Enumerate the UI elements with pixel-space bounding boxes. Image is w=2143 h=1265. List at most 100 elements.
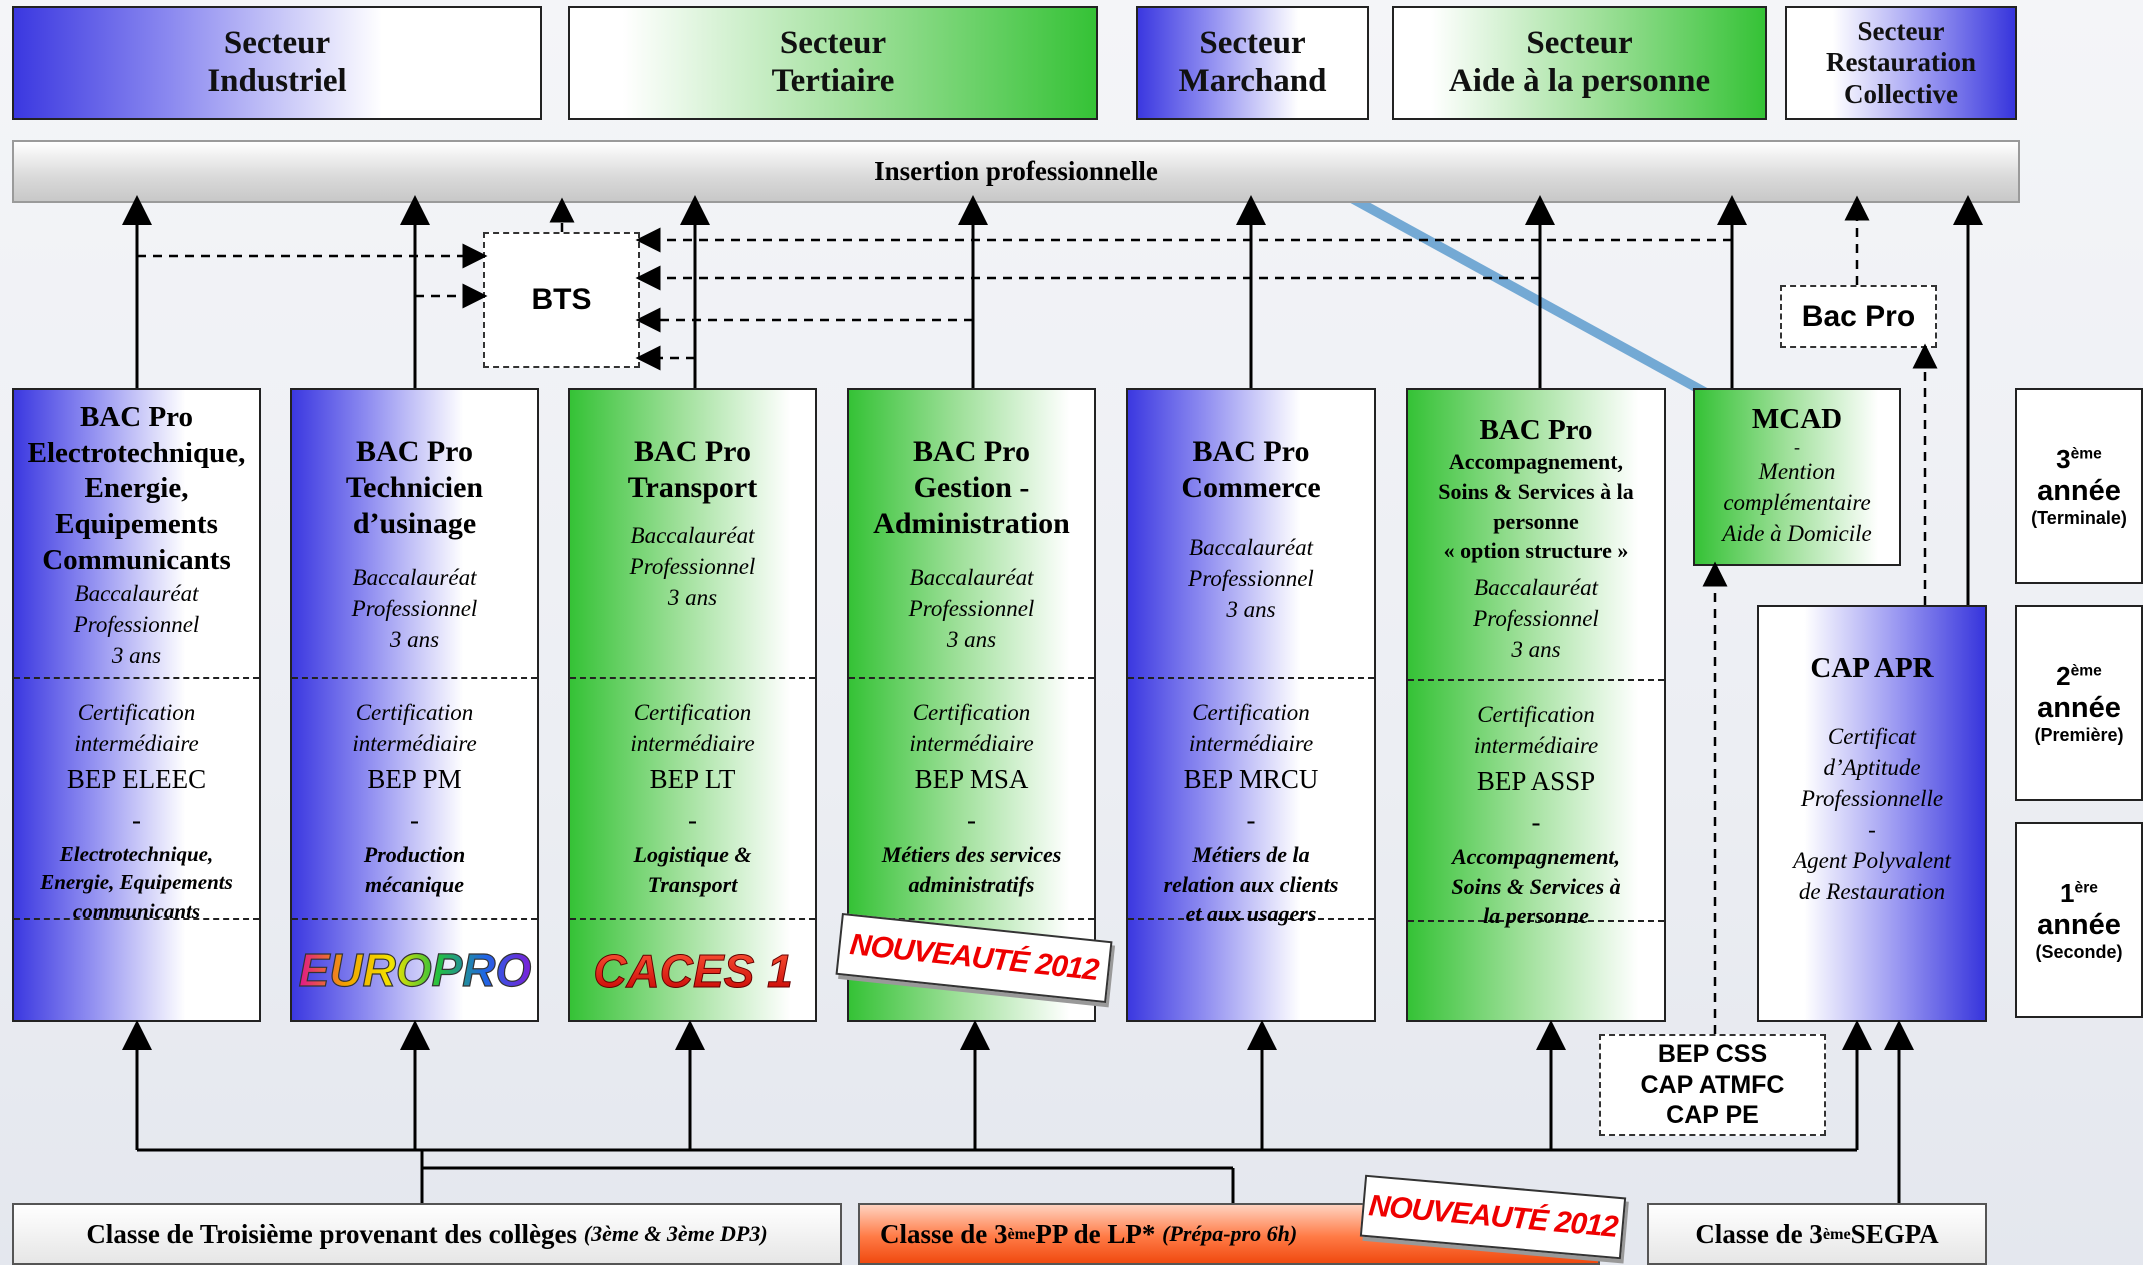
mcad-title: MCAD [1751,403,1843,435]
certification-label: Certification [77,700,196,725]
europro-logo-art: EUROPRO [298,943,532,996]
sector-label: Secteur [779,25,887,62]
year-suffix: ème [2070,661,2102,679]
column-subtitle: Professionnel [351,596,478,622]
cap-line: d’Aptitude [1823,754,1921,780]
bep-name: BEP MSA [914,764,1029,795]
bottom-sup: ème [1822,1224,1851,1243]
bep-description: la personne [1483,903,1589,929]
column-subtitle: Professionnel [1188,566,1314,592]
bep-description: Métiers des services [881,842,1062,868]
separator: - [1868,816,1876,842]
sector-name-2: Collective [1844,78,1958,109]
insertion-professionnelle-bar: Insertion professionnelle [12,140,2020,203]
year-word: année [2037,908,2121,941]
column-title-line: Transport [627,471,758,504]
bep-name: BEP MRCU [1183,764,1319,795]
certification-label: intermédiaire [630,731,755,757]
bep-description: Soins & Services à [1451,873,1621,899]
separator: - [688,804,697,835]
column-subtitle: Baccalauréat [1189,535,1313,560]
column-duration: 3 ans [1511,637,1561,663]
sector-name: Restauration [1826,47,1976,78]
sector-tertiaire: Secteur Tertiaire [568,6,1098,120]
sector-industriel: Secteur Industriel [12,6,542,120]
separator: - [1246,804,1256,835]
bep-description: Production [363,842,466,868]
bep-description: Energie, Equipements [40,870,233,895]
bep-description: Logistique & [633,842,752,868]
bep-name: BEP PM [367,764,462,795]
bep-description: administratifs [908,871,1035,897]
column-subtitle: Professionnel [73,612,200,638]
separator: - [1531,806,1541,837]
column-bac-pro-gestion: BAC Pro Gestion - Administration Baccala… [847,388,1096,1022]
mcad-line: Mention [1758,458,1836,484]
separator: - [410,804,419,835]
sector-name: Tertiaire [771,63,895,99]
column-bac-pro-assp: BAC Pro Accompagnement, Soins & Services… [1406,388,1666,1022]
sector-restauration: Secteur Restauration Collective [1785,6,2017,120]
bep-css-line: CAP PE [1666,1101,1759,1130]
certification-label: intermédiaire [74,731,199,757]
column-title-line: Communicants [42,543,231,576]
year-label: (Terminale) [2031,507,2127,528]
classe-troisieme-colleges: Classe de Troisième provenant des collèg… [12,1203,842,1265]
cap-line: Certificat [1827,723,1917,749]
year-suffix: ème [2070,444,2102,462]
year-word: année [2037,474,2121,507]
separator: - [132,804,141,835]
sector-label: Secteur [223,25,331,62]
mcad-line: Aide à Domicile [1722,520,1872,546]
bottom-label: Classe de 3 [1695,1218,1823,1249]
column-title-line: Equipements [55,507,218,540]
sector-name: Aide à la personne [1448,63,1711,99]
cap-line: Agent Polyvalent [1793,847,1951,873]
column-duration: 3 ans [111,643,162,669]
column-title-line: Electrotechnique, [27,436,246,469]
year-suffix: ère [2074,878,2098,896]
certification-label: intermédiaire [1188,731,1314,757]
bep-name: BEP ASSP [1476,766,1596,797]
column-duration: 3 ans [946,627,997,653]
year-label: (Première) [2034,724,2124,745]
certification-label: Certification [355,700,474,725]
bacpro-box: Bac Pro [1780,285,1937,348]
europro-logo: EUROPRO [292,935,537,1005]
bep-description: relation aux clients [1163,871,1339,897]
column-title-line: Administration [873,507,1070,540]
sector-marchand: Secteur Marchand [1136,6,1369,120]
bottom-label-italic: (3ème & 3ème DP3) [583,1221,768,1246]
cap-line: Professionnelle [1800,785,1944,811]
column-title-line: Soins & Services à la [1438,479,1634,505]
column-subtitle: Baccalauréat [630,523,755,548]
bottom-label: SEGPA [1850,1218,1939,1249]
column-title: BAC Pro [1192,435,1310,468]
bep-description: mécanique [365,871,464,897]
cap-apr-box: CAP APR Certificat d’Aptitude Profession… [1757,605,1987,1022]
bottom-label: PP de LP* [1035,1218,1156,1249]
column-subtitle: Baccalauréat [909,565,1034,590]
bep-description: communicants [72,898,201,923]
column-subtitle: Professionnel [1473,606,1599,632]
europro-text: EUROPRO [298,944,531,996]
certification-label: Certification [1477,702,1595,727]
year-number: 3 [2056,443,2071,474]
mcad-box: MCAD - Mention complémentaire Aide à Dom… [1693,388,1901,566]
bep-css-line: CAP ATMFC [1640,1070,1785,1099]
bts-label: BTS [531,283,592,316]
column-title: BAC Pro [79,401,194,433]
caces-logo-art: CACES 1 [592,945,792,998]
column-title-line: d’usinage [352,507,477,540]
column-subtitle: Professionnel [908,596,1035,622]
column-duration: 3 ans [1226,597,1276,623]
sector-label: Secteur [1526,25,1633,62]
column-title-line: Accompagnement, [1448,449,1624,475]
column-bac-pro-eleec: BAC Pro Electrotechnique, Energie, Equip… [12,388,261,1022]
column-title: BAC Pro [913,435,1030,468]
sector-label: Secteur [1199,25,1306,62]
bep-name: BEP LT [649,764,736,795]
column-title: BAC Pro [356,435,473,468]
year-2-box: 2ème année (Première) [2015,605,2143,801]
certification-label: Certification [912,700,1031,725]
